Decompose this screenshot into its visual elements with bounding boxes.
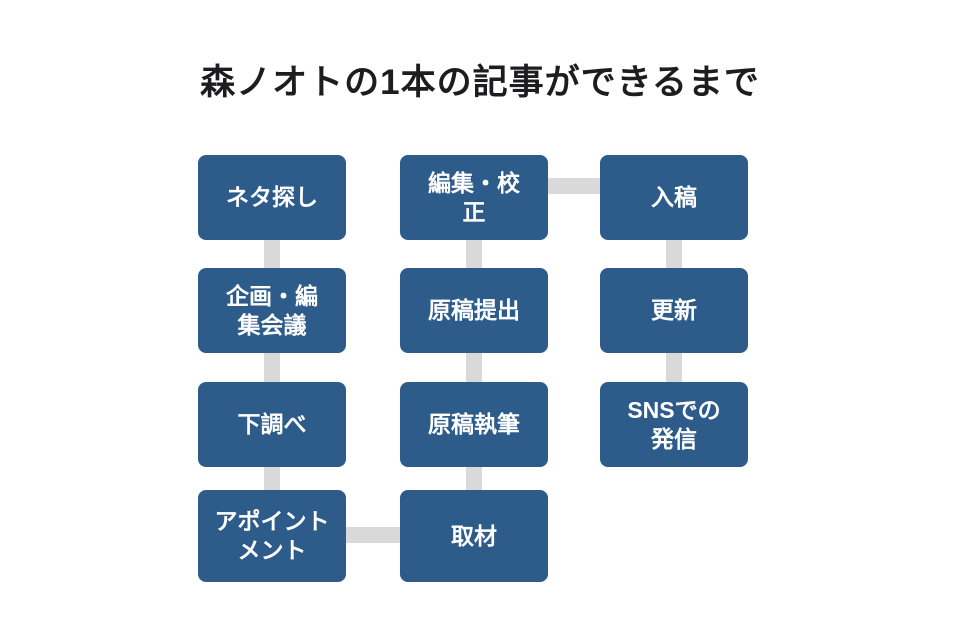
connector-vertical bbox=[666, 238, 682, 270]
flow-step-appointment: アポイント メント bbox=[198, 490, 346, 582]
flow-step-label: SNSでの 発信 bbox=[627, 396, 721, 452]
flow-step-koshin: 更新 bbox=[600, 268, 748, 353]
connector-vertical bbox=[466, 351, 482, 384]
flow-step-label: 企画・編 集会議 bbox=[226, 282, 318, 338]
flow-step-label: 入稿 bbox=[651, 184, 697, 211]
connector-vertical bbox=[264, 351, 280, 384]
flow-step-label: 編集・校 正 bbox=[428, 169, 520, 225]
flow-step-label: ネタ探し bbox=[226, 184, 318, 211]
connector-vertical bbox=[666, 351, 682, 384]
flow-step-shuzai: 取材 bbox=[400, 490, 548, 582]
flow-step-label: 取材 bbox=[451, 522, 497, 549]
flow-step-label: 下調べ bbox=[237, 411, 307, 438]
flow-step-label: アポイント メント bbox=[214, 508, 330, 563]
flow-step-neta-sagashi: ネタ探し bbox=[198, 155, 346, 240]
connector-vertical bbox=[466, 238, 482, 270]
connector-horizontal bbox=[540, 178, 608, 194]
flow-step-kikaku-henshu-kaigi: 企画・編 集会議 bbox=[198, 268, 346, 353]
flow-step-label: 更新 bbox=[651, 297, 697, 324]
connector-vertical bbox=[466, 465, 482, 492]
connector-horizontal bbox=[340, 527, 408, 543]
flow-step-genko-teishutsu: 原稿提出 bbox=[400, 268, 548, 353]
flow-step-sns-hasshin: SNSでの 発信 bbox=[600, 382, 748, 467]
flow-step-nyuko: 入稿 bbox=[600, 155, 748, 240]
connector-vertical bbox=[264, 238, 280, 270]
flow-step-label: 原稿提出 bbox=[428, 297, 520, 324]
flow-step-label: 原稿執筆 bbox=[428, 411, 520, 438]
flow-step-shitashirabe: 下調べ bbox=[198, 382, 346, 467]
flow-step-genko-shippitsu: 原稿執筆 bbox=[400, 382, 548, 467]
flow-step-henshu-kosei: 編集・校 正 bbox=[400, 155, 548, 240]
connector-vertical bbox=[264, 465, 280, 492]
diagram-title: 森ノオトの1本の記事ができるまで bbox=[200, 63, 760, 102]
